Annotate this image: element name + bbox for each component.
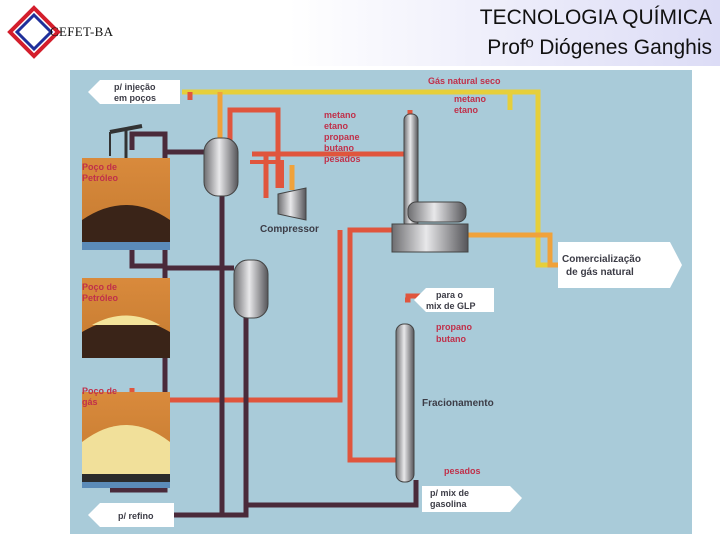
gasoline-label-1: p/ mix de: [430, 488, 469, 498]
gasoline-arrow: [422, 486, 522, 512]
separator-1: [203, 137, 239, 197]
compressor-label: Compressor: [260, 224, 319, 235]
commercial-label-1: Comercialização: [562, 254, 641, 265]
well3-label-2: gás: [82, 397, 98, 407]
oil-well-1: [82, 124, 170, 250]
compressor-stream-metano: metano: [324, 110, 357, 120]
compressor-stream-etano: etano: [324, 121, 349, 131]
compressor-stream-butano: butano: [324, 143, 354, 153]
compressor-pipes: [250, 160, 284, 188]
injection-label-2: em poços: [114, 93, 156, 103]
teacher-name: Profº Diógenes Ganghis: [487, 36, 712, 59]
well1-label-2: Petróleo: [82, 173, 119, 183]
gasoline-label-2: gasolina: [430, 499, 468, 509]
oil-well-2: [82, 278, 170, 358]
cefet-logo-icon: [7, 5, 61, 59]
glp-arrow: [414, 288, 494, 312]
injection-label-1: p/ injeção: [114, 82, 156, 92]
top-stream-etano: etano: [454, 105, 479, 115]
course-title: TECNOLOGIA QUÍMICA: [479, 6, 712, 29]
separator-2: [233, 259, 269, 319]
butano-label: butano: [436, 334, 466, 344]
compressor: [277, 187, 307, 221]
logo-text: CEFET-BA: [50, 24, 114, 39]
dry-gas-pipes: [182, 89, 550, 268]
propano-label: propano: [436, 322, 472, 332]
fractionation-column: [395, 323, 415, 483]
diagram-background: [70, 70, 692, 534]
well2-label-1: Poço de: [82, 282, 117, 292]
natural-gas-processing-diagram: p/ injeção em poços Gás natural seco met…: [70, 70, 692, 534]
compressor-stream-propane: propane: [324, 132, 360, 142]
refino-label: p/ refino: [118, 511, 154, 521]
pesados-label: pesados: [444, 466, 481, 476]
glp-label-2: mix de GLP: [426, 301, 476, 311]
top-stream-metano: metano: [454, 94, 487, 104]
slide-header: CEFET-BA TECNOLOGIA QUÍMICA Profº Diógen…: [0, 0, 720, 66]
processing-unit: [391, 113, 469, 253]
fractionation-label: Fracionamento: [422, 398, 494, 409]
injection-arrow: [88, 80, 180, 104]
dry-gas-label: Gás natural seco: [428, 76, 501, 86]
well2-label-2: Petróleo: [82, 293, 119, 303]
glp-label-1: para o: [436, 290, 464, 300]
refino-arrow: [88, 503, 174, 527]
commercial-arrow: [558, 242, 682, 288]
well1-label-1: Poço de: [82, 162, 117, 172]
commercial-label-2: de gás natural: [566, 267, 634, 278]
well3-label-1: Poço de: [82, 386, 117, 396]
compressor-stream-pesados: pesados: [324, 154, 361, 164]
gas-well: [82, 392, 170, 488]
